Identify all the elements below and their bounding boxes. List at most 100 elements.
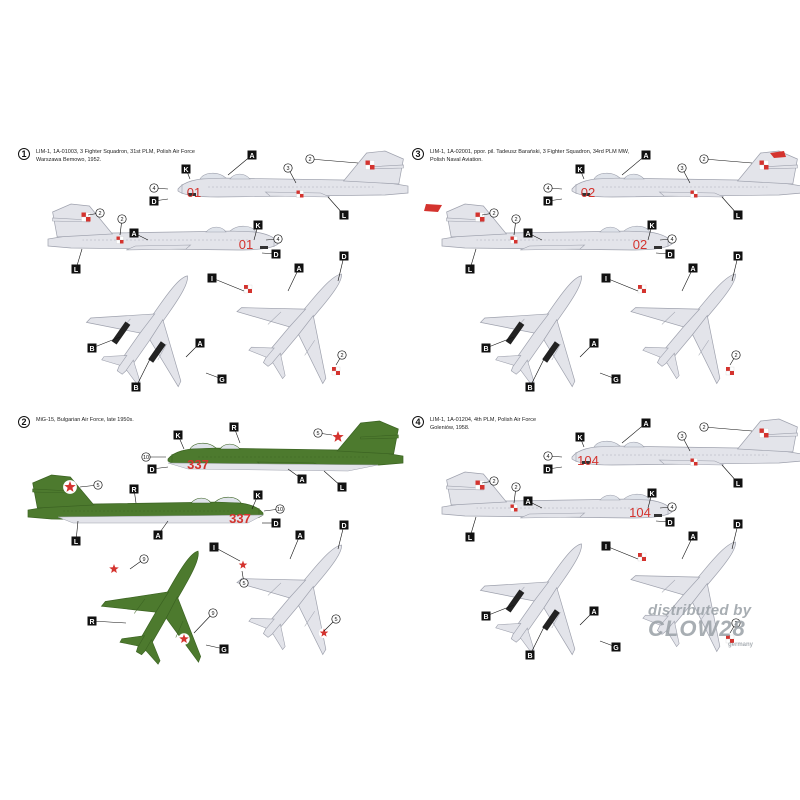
wing-fence <box>134 598 146 614</box>
callout-letter-label: G <box>613 645 619 652</box>
red-star <box>238 560 248 569</box>
roundel-square <box>119 236 124 241</box>
callout-letter-marker <box>217 374 227 384</box>
profile-caption: LIM-1, 1A-02001, ppor. pil. Tadeusz Bara… <box>430 148 629 164</box>
callout-letter-label: G <box>613 377 619 384</box>
roundel-square <box>510 236 514 240</box>
callout-letter-label: K <box>183 167 188 174</box>
callout-number-label: 2 <box>734 353 737 359</box>
callout-number-label: 3 <box>680 434 683 440</box>
fuselage-side <box>177 177 409 198</box>
left-tailplane <box>248 346 275 358</box>
left-wing <box>630 575 701 596</box>
callout-number-label: 2 <box>98 211 101 217</box>
callout-letter-marker <box>525 650 535 660</box>
callout-letter-label: D <box>273 521 278 528</box>
red-fin-tip <box>770 151 786 158</box>
callout-letter-label: B <box>483 346 488 353</box>
roundel-square <box>296 190 300 194</box>
profile-panel-1: 1 LIM-1, 1A-01003, 3 Fighter Squadron, 3… <box>18 148 418 438</box>
planform-topside-green <box>100 550 202 665</box>
callout-number-marker <box>731 350 741 360</box>
fuselage-top <box>510 275 582 375</box>
callout-number-label: 3 <box>680 166 683 172</box>
canopy <box>229 225 257 233</box>
roundel-square <box>726 367 730 371</box>
left-tailplane <box>101 355 128 366</box>
roundel-square <box>116 239 121 244</box>
callout-letter-marker <box>195 338 205 348</box>
callout-letter-label: L <box>342 213 347 220</box>
roundel-square <box>759 164 765 170</box>
watermark-country: germany <box>728 642 754 648</box>
right-wing <box>149 318 182 388</box>
callout-letter-marker <box>575 164 585 174</box>
callout-letter-label: A <box>197 341 202 348</box>
callout-letter-marker <box>253 220 263 230</box>
callout-letter-marker <box>71 264 81 274</box>
gun-fairing <box>188 193 196 196</box>
silver-belly <box>57 514 264 524</box>
callout-letter-label: D <box>735 254 740 261</box>
right-wing <box>692 582 721 653</box>
rear-canopy <box>623 173 645 180</box>
walkway-strip <box>542 341 560 363</box>
callout-letter-label: K <box>649 223 654 230</box>
callout-letter-marker <box>733 251 743 261</box>
rear-canopy <box>205 226 227 233</box>
fuselage-top <box>262 544 342 638</box>
callout-letter-marker <box>247 150 257 160</box>
fuselage-top <box>116 275 188 375</box>
roundel-square <box>243 288 249 294</box>
roundel-square <box>335 366 341 372</box>
aircraft-code: 104 <box>577 453 599 468</box>
roundel-square <box>514 240 518 244</box>
callout-number-label: 2 <box>492 211 495 217</box>
callout-letter-label: D <box>667 520 672 527</box>
planform-topside <box>236 273 342 385</box>
callout-letter-label: D <box>273 252 278 259</box>
roundel-square <box>475 480 480 485</box>
polish-roundel <box>475 212 485 222</box>
planform-underside <box>85 275 188 388</box>
roundel-square <box>690 461 695 466</box>
callout-letter-marker <box>271 518 281 528</box>
callout-letter-marker <box>543 196 553 206</box>
roundel-square <box>759 432 765 438</box>
callout-letter-marker <box>271 249 281 259</box>
roundel-square <box>475 212 480 217</box>
profile-number-badge: 1 <box>18 148 30 160</box>
callout-letter-marker <box>71 536 81 546</box>
roundel-square <box>641 284 647 290</box>
callout-number-marker <box>313 428 323 438</box>
rear-canopy <box>623 441 645 448</box>
callout-letter-marker <box>219 644 229 654</box>
roundel-square <box>365 164 371 170</box>
walkway-strip <box>542 609 560 631</box>
polish-roundel <box>475 480 485 490</box>
gun-fairing <box>582 461 590 464</box>
callout-letter-marker <box>87 616 97 626</box>
fuselage-side <box>571 177 800 198</box>
roundel-square <box>637 556 643 562</box>
callout-letter-marker <box>147 464 157 474</box>
caption-line: Goleniów, 1958. <box>430 425 470 431</box>
polish-roundel <box>510 504 518 512</box>
polish-roundel <box>331 366 341 376</box>
wing-fence <box>551 612 561 629</box>
callout-letter-marker <box>153 530 163 540</box>
aircraft-code: 337 <box>187 457 209 472</box>
callout-letter-marker <box>481 611 491 621</box>
polish-roundel <box>296 190 304 198</box>
wing-fence <box>304 611 315 627</box>
callout-letter-marker <box>589 606 599 616</box>
callout-number-marker <box>149 183 159 193</box>
right-tailplane <box>272 623 286 651</box>
callout-number-marker <box>208 608 218 618</box>
fuselage-side <box>47 230 279 251</box>
fuselage-top <box>135 550 199 656</box>
profile-caption: LIM-1, 1A-01204, 4th PLM, Polish Air For… <box>430 416 536 432</box>
callout-leader <box>211 277 245 292</box>
roundel-square <box>300 194 304 198</box>
roundel-square <box>120 240 124 244</box>
